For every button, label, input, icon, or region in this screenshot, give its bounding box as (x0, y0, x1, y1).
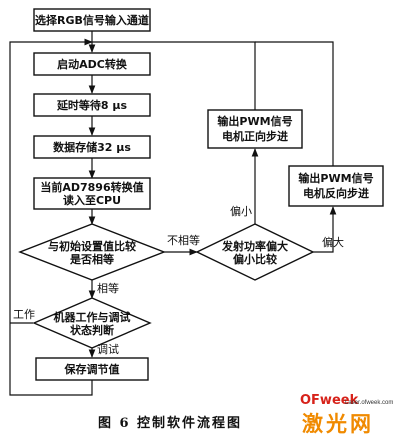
edge-large (313, 206, 337, 253)
node-pwm-reverse: 输出PWM信号 电机反向步进 (288, 165, 384, 207)
edge-label-debug: 调试 (97, 343, 119, 356)
node-power-label-1: 发射功率偏大 (221, 239, 288, 253)
edge-label-large: 偏大 (322, 235, 344, 249)
watermark-logo: OFweek Laser.ofweek.com 激光网 (300, 393, 393, 436)
edge-label-equal: 相等 (97, 281, 119, 295)
node-store-label: 数据存储32 μs (53, 140, 131, 154)
node-power-diamond: 发射功率偏大 偏小比较 (195, 223, 315, 281)
node-pwm-forward: 输出PWM信号 电机正向步进 (207, 109, 303, 149)
node-pwm-reverse-label-1: 输出PWM信号 (298, 171, 373, 185)
node-pwm-forward-label-2: 电机正向步进 (222, 129, 288, 143)
node-pwm-forward-label-1: 输出PWM信号 (217, 114, 292, 128)
edge-label-small: 偏小 (230, 204, 252, 218)
node-read-label-1: 当前AD7896转换值 (40, 180, 143, 194)
node-delay-label: 延时等待8 μs (56, 98, 128, 112)
node-select-channel: 选择RGB信号输入通道 (33, 8, 151, 32)
node-start-adc-label: 启动ADC转换 (57, 57, 128, 71)
node-start-adc: 启动ADC转换 (33, 52, 151, 76)
node-compare-label-2: 是否相等 (69, 252, 114, 266)
node-save-label: 保存调节值 (64, 362, 120, 376)
watermark-site: Laser.ofweek.com (345, 400, 393, 406)
node-compare-diamond: 与初始设置值比较 是否相等 (18, 223, 166, 281)
watermark-name: 激光网 (302, 412, 374, 436)
node-power-label-2: 偏小比较 (233, 252, 277, 266)
node-select-channel-label: 选择RGB信号输入通道 (35, 13, 149, 27)
figure-caption: 图 6 控制软件流程图 (98, 415, 242, 431)
node-save: 保存调节值 (35, 357, 149, 381)
edge-label-work: 工作 (13, 308, 35, 321)
edge-label-not-equal: 不相等 (167, 233, 200, 247)
edge-loop-back (9, 38, 93, 396)
watermark-brand: OFweek (300, 393, 359, 408)
node-compare-label-1: 与初始设置值比较 (48, 239, 136, 253)
node-judge-label-1: 机器工作与调试 (54, 310, 131, 324)
node-judge-label-2: 状态判断 (70, 323, 114, 337)
node-store: 数据存储32 μs (33, 135, 151, 159)
node-read-label-2: 读入至CPU (63, 193, 121, 207)
node-delay: 延时等待8 μs (33, 93, 151, 117)
node-read: 当前AD7896转换值 读入至CPU (33, 177, 151, 210)
connectors (9, 31, 337, 396)
node-judge-diamond: 机器工作与调试 状态判断 (32, 297, 152, 349)
edge-rev-to-loop (255, 41, 334, 166)
node-pwm-reverse-label-2: 电机反向步进 (303, 186, 369, 200)
